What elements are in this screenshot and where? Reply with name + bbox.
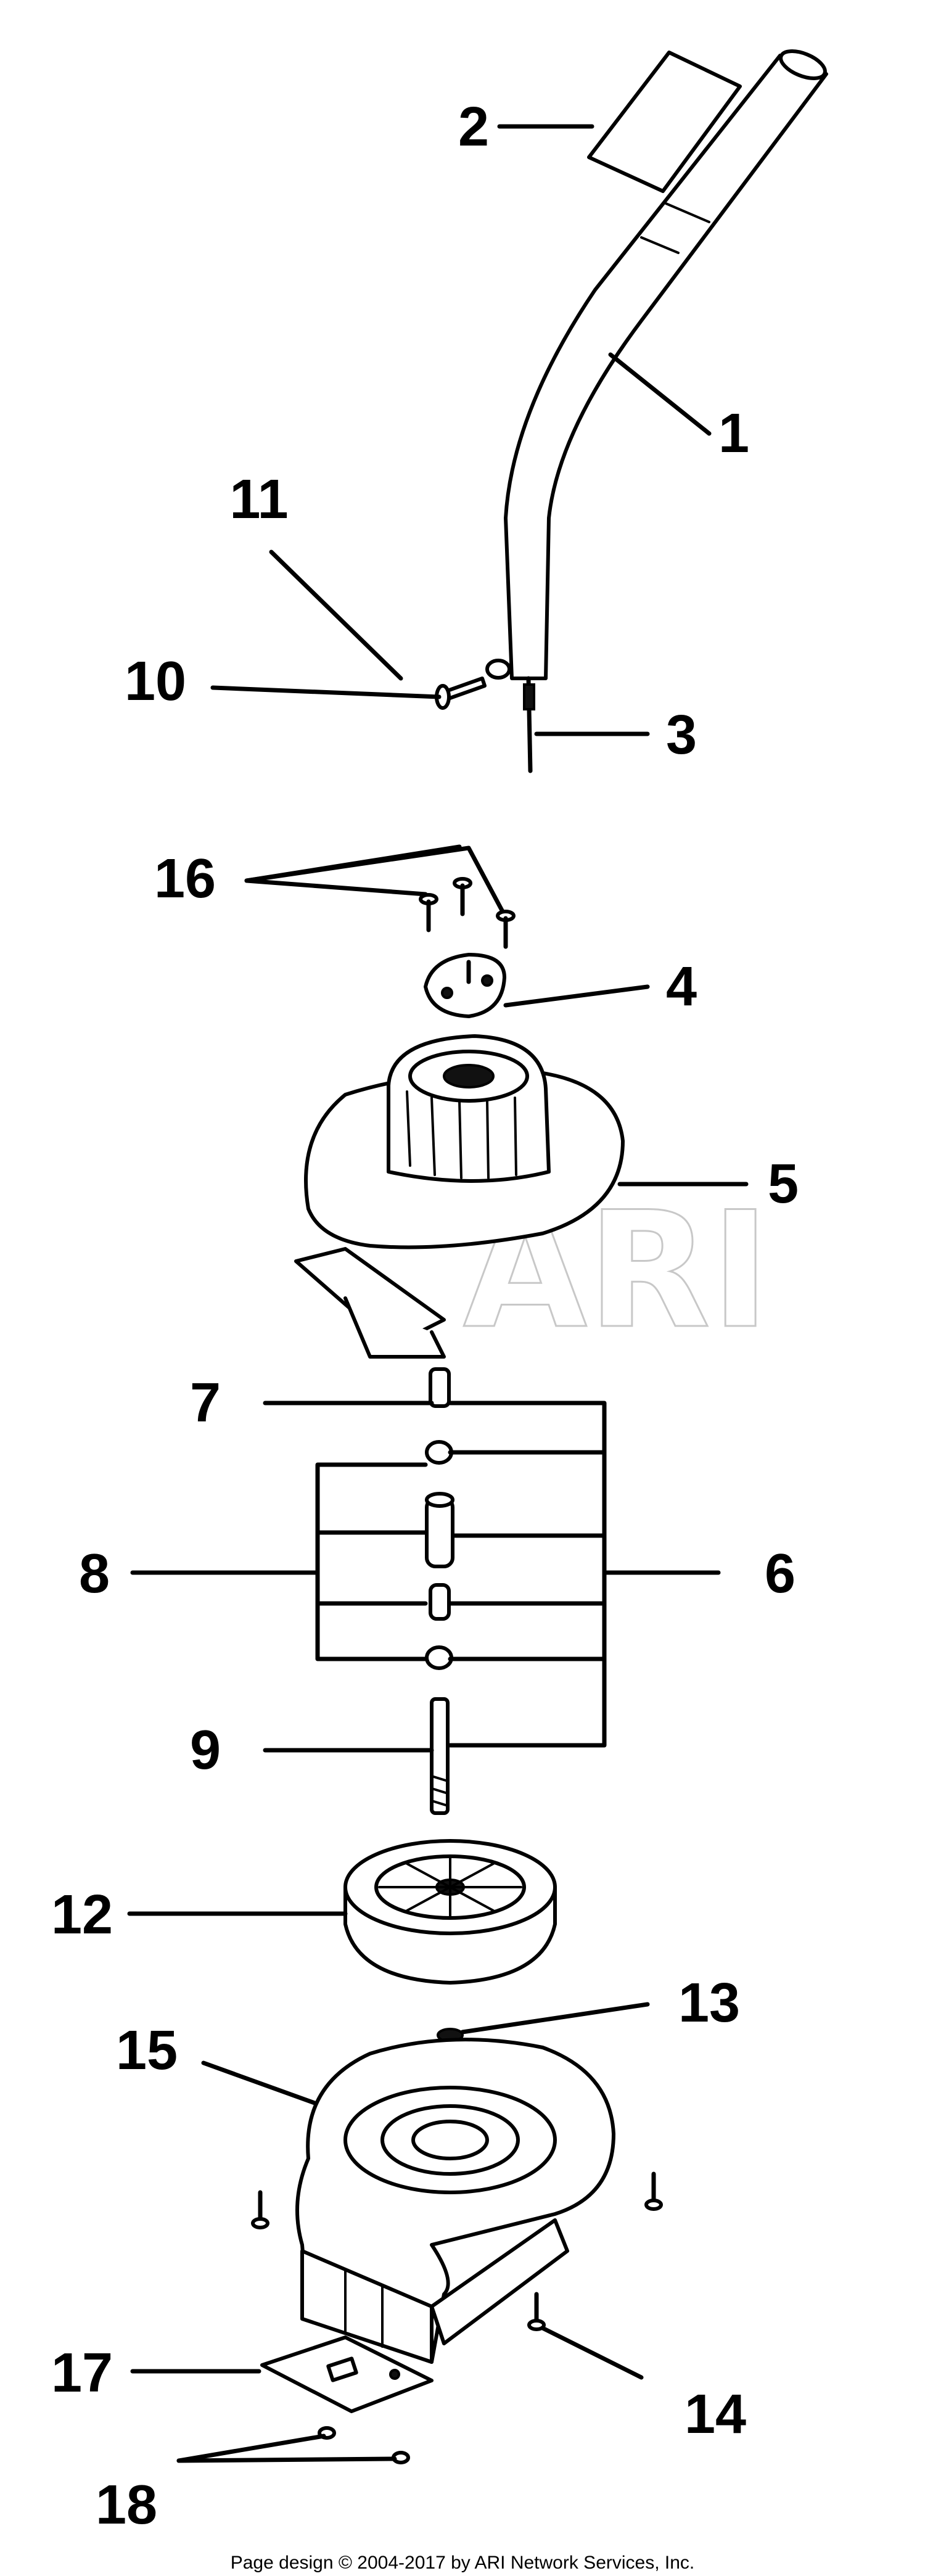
callout-5: 5 [768,1153,799,1215]
callout-12: 12 [51,1884,113,1946]
callout-7: 7 [190,1372,221,1434]
callout-4: 4 [666,956,697,1018]
callout-17: 17 [51,2342,113,2404]
callout-13: 13 [678,1972,740,2034]
callout-2: 2 [458,96,489,158]
callout-6: 6 [765,1543,796,1605]
part-15-lower-housing[interactable] [295,2038,615,2364]
part-2-decal[interactable] [587,51,742,193]
part-8-sleeve[interactable] [425,1492,454,1568]
leader-lines [127,124,749,2463]
part-8-bearing-lower[interactable] [425,1645,453,1670]
part-5-housing[interactable] [294,1034,625,1359]
callout-16: 16 [154,848,216,910]
callout-11: 11 [229,469,288,530]
part-9-shaft-bolt[interactable] [430,1697,450,1815]
part-14-screws[interactable] [251,2171,663,2331]
part-16-screws[interactable] [419,877,516,949]
footer-copyright: Page design © 2004-2017 by ARI Network S… [231,2553,695,2573]
part-8-bearing-upper[interactable] [425,1440,453,1465]
callout-numbers: 1 2 3 4 5 6 7 8 9 10 11 12 13 14 15 16 1… [51,96,799,2536]
part-10-screw[interactable] [435,677,487,710]
part-4-bracket[interactable] [424,953,506,1018]
part-7-spindle-top[interactable] [429,1367,451,1408]
callout-1: 1 [718,403,749,464]
part-8-bushing[interactable] [429,1583,451,1621]
callout-9: 9 [190,1719,221,1781]
part-17-plate[interactable] [260,2335,434,2413]
callout-10: 10 [125,651,186,712]
part-11-washer[interactable] [485,659,511,680]
callout-3: 3 [666,704,697,766]
callout-18: 18 [96,2474,157,2536]
part-12-impeller[interactable] [343,1839,557,1985]
callout-14: 14 [684,2384,746,2445]
part-3-drive-cable[interactable] [523,676,535,773]
callout-8: 8 [79,1543,110,1605]
callout-15: 15 [116,2020,178,2081]
